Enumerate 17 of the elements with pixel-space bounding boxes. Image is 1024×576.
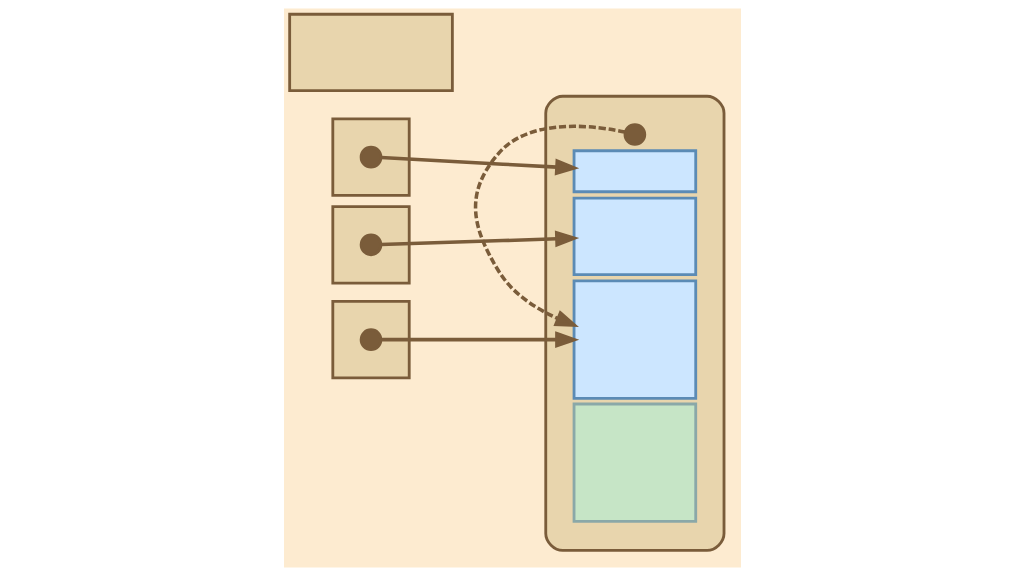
node-box <box>572 402 697 523</box>
node-circle <box>359 145 382 169</box>
arrow <box>380 331 579 349</box>
cluster <box>330 205 411 285</box>
node-circle <box>359 233 382 257</box>
arrow <box>473 124 625 328</box>
node-circle <box>623 123 646 146</box>
node-box <box>572 279 697 400</box>
cluster <box>543 94 725 552</box>
cluster <box>330 300 411 380</box>
arrow <box>380 155 579 176</box>
node-box <box>572 196 697 276</box>
arrow <box>380 230 579 248</box>
node-box <box>572 149 697 194</box>
node-circle <box>359 328 382 351</box>
node-box <box>287 12 454 93</box>
cluster <box>330 117 411 197</box>
